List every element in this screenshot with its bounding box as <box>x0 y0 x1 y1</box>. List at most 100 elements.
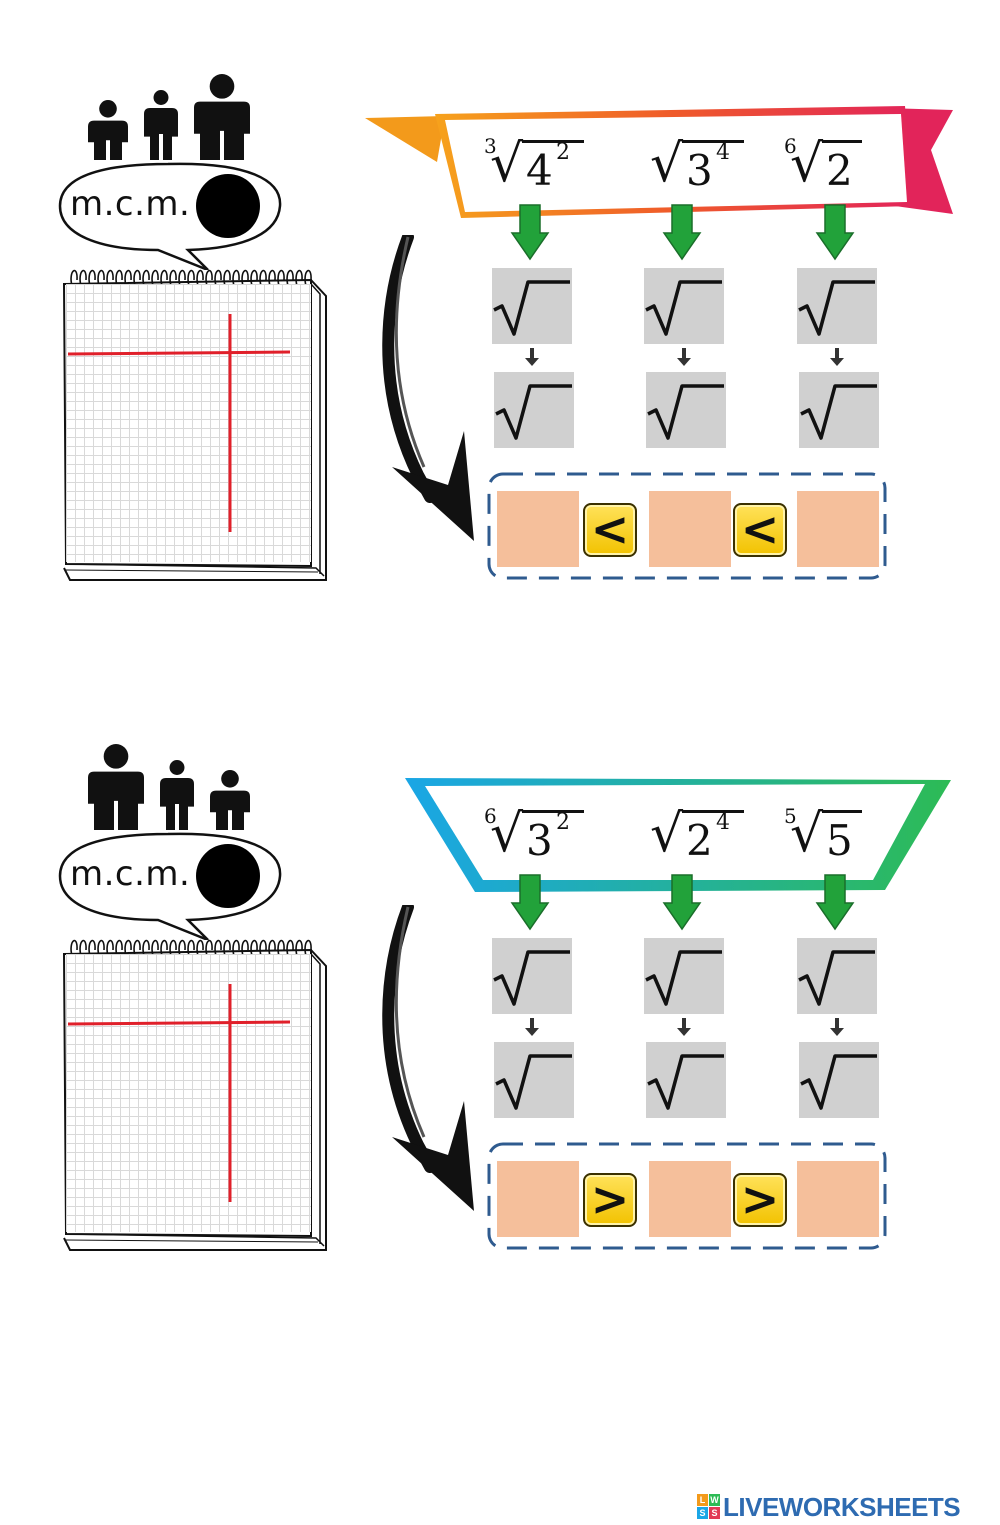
green-down-arrow-icon <box>662 874 702 931</box>
radical-sign-icon <box>495 384 572 440</box>
radical-index: 5 <box>784 804 797 828</box>
notebook-right-input[interactable] <box>236 990 300 1020</box>
radical-base: 5 <box>826 816 853 865</box>
family-silhouette-icon <box>80 740 280 830</box>
root-answer-box <box>494 372 574 448</box>
mcm-speech-bubble: m.c.m. <box>58 160 282 270</box>
comparator-2: < <box>733 503 787 557</box>
radicand-input[interactable] <box>678 956 724 998</box>
down-arrow-icon <box>830 348 844 366</box>
factorization-notebook <box>58 920 330 1255</box>
radical-vinculum <box>682 810 744 813</box>
root-answer-box <box>644 938 724 1014</box>
radical-index: 6 <box>484 804 497 828</box>
root-index-input[interactable] <box>801 942 823 964</box>
radical-sign-icon <box>800 1054 877 1110</box>
t-chart-lines <box>67 984 291 1202</box>
radical-index: 3 <box>484 134 497 158</box>
radical-sign-icon <box>647 1054 724 1110</box>
order-answer-3[interactable] <box>797 1161 879 1237</box>
radical-sign-icon <box>798 950 875 1006</box>
curved-arrow-icon <box>382 235 474 541</box>
radical-sign-icon <box>493 950 570 1006</box>
green-down-arrow-icon <box>510 874 550 931</box>
factorization-notebook <box>58 250 330 585</box>
radicand-input[interactable] <box>528 390 574 432</box>
root-index-input[interactable] <box>650 376 672 398</box>
root-answer-box <box>797 268 877 344</box>
mcm-label: m.c.m. <box>70 854 191 894</box>
radical-sign-icon: √ <box>790 134 824 194</box>
radical-sign-icon: √ <box>650 804 684 864</box>
down-arrow-icon <box>677 1018 691 1036</box>
green-down-arrow-icon <box>662 204 702 261</box>
root-answer-box <box>494 1042 574 1118</box>
radicand-input[interactable] <box>831 956 877 998</box>
radicand-input[interactable] <box>678 286 724 328</box>
radicand-input[interactable] <box>528 1060 574 1102</box>
root-index-input[interactable] <box>803 376 825 398</box>
radical-exponent: 4 <box>716 810 730 835</box>
radical-expression: 5√5 <box>780 800 890 870</box>
brand-name: LIVEWORKSHEETS <box>723 1492 961 1522</box>
exercise-section: m.c.m. 6 √ <box>0 740 1000 1300</box>
root-index-input[interactable] <box>496 942 518 964</box>
root-answer-box <box>644 268 724 344</box>
radicand-input[interactable] <box>680 390 726 432</box>
radicand-input[interactable] <box>526 286 572 328</box>
radicand-input[interactable] <box>833 390 879 432</box>
liveworksheets-logo-icon: L W S S <box>697 1494 721 1520</box>
down-arrow-icon <box>525 1018 539 1036</box>
green-down-arrow-icon <box>815 874 855 931</box>
root-index-input[interactable] <box>648 272 670 294</box>
notebook-right-input[interactable] <box>236 320 300 350</box>
root-index-input[interactable] <box>803 1046 825 1068</box>
notebook-left-input[interactable] <box>72 320 226 350</box>
down-arrow-icon <box>830 1018 844 1036</box>
family-silhouette-icon <box>80 70 280 160</box>
radicand-input[interactable] <box>831 286 877 328</box>
radicand-input[interactable] <box>680 1060 726 1102</box>
root-index-input[interactable] <box>496 272 518 294</box>
radical-sign-icon <box>495 1054 572 1110</box>
root-answer-box <box>492 938 572 1014</box>
mcm-answer-input[interactable] <box>196 174 260 238</box>
order-answer-3[interactable] <box>797 491 879 567</box>
ordering-row: < < <box>487 472 887 580</box>
notebook-left-input[interactable] <box>72 990 226 1020</box>
radical-exponent: 4 <box>716 140 730 165</box>
radical-sign-icon: √ <box>650 134 684 194</box>
order-answer-2[interactable] <box>649 1161 731 1237</box>
comparator-2: > <box>733 1173 787 1227</box>
root-index-input[interactable] <box>498 1046 520 1068</box>
order-answer-2[interactable] <box>649 491 731 567</box>
root-index-input[interactable] <box>648 942 670 964</box>
radical-index: 6 <box>784 134 797 158</box>
root-index-input[interactable] <box>498 376 520 398</box>
root-index-input[interactable] <box>650 1046 672 1068</box>
radical-expression: 6√2 <box>780 130 890 200</box>
radicand-input[interactable] <box>833 1060 879 1102</box>
mcm-answer-input[interactable] <box>196 844 260 908</box>
radicand-input[interactable] <box>526 956 572 998</box>
root-index-input[interactable] <box>801 272 823 294</box>
mcm-label: m.c.m. <box>70 184 191 224</box>
radical-exponent: 2 <box>556 810 570 835</box>
order-answer-1[interactable] <box>497 491 579 567</box>
root-answer-box <box>646 372 726 448</box>
radical-vinculum <box>522 810 584 813</box>
radical-base: 2 <box>826 146 853 195</box>
radical-base: 3 <box>686 146 713 195</box>
ordering-row: > > <box>487 1142 887 1250</box>
comparator-1: > <box>583 1173 637 1227</box>
order-answer-1[interactable] <box>497 1161 579 1237</box>
radical-sign-icon <box>798 280 875 336</box>
